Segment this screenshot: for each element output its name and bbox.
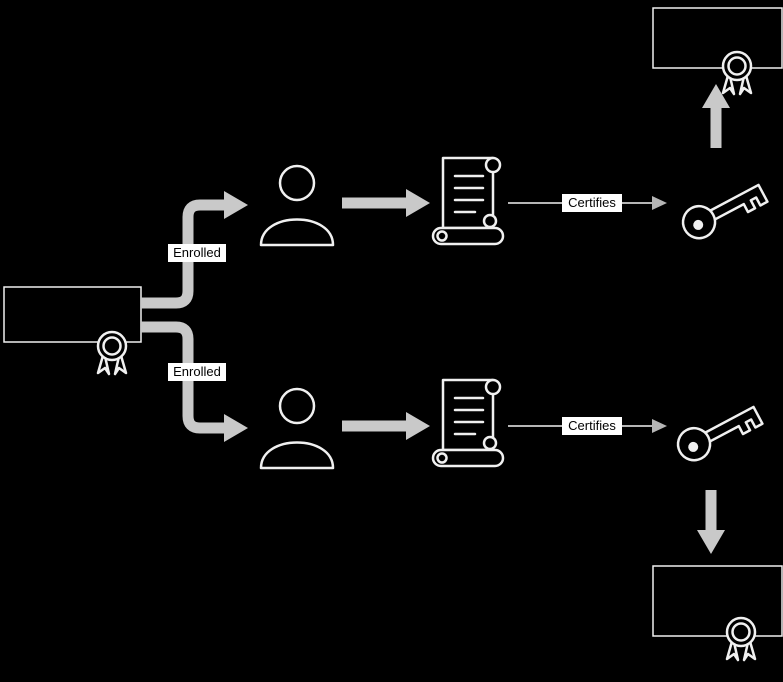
user-to-certificate-arrow-bottom-head	[406, 412, 430, 440]
certifies-arrow-bottom-head	[652, 419, 667, 433]
key-to-box-arrow-top-head	[702, 84, 730, 108]
enrolled-arrow-bottom-head	[224, 414, 248, 442]
certificate-scroll-icon	[431, 156, 505, 246]
certifies-label-top-bg	[562, 194, 622, 212]
user-to-certificate-arrow-top-head	[406, 189, 430, 217]
enrolled-label-bottom-bg	[168, 363, 226, 381]
certifies-label-bottom-bg	[562, 417, 622, 435]
certified-box-bottom	[652, 565, 783, 637]
key-to-box-arrow-bottom-head	[697, 530, 725, 554]
enrolled-label-top-bg	[168, 244, 226, 262]
enrolled-label-top: Enrolled	[173, 245, 221, 260]
enrolled-label-bottom: Enrolled	[173, 364, 221, 379]
certifies-label-top: Certifies	[568, 195, 616, 210]
certifies-arrow-top-head	[652, 196, 667, 210]
enrolled-arrow-top-head	[224, 191, 248, 219]
certificate-scroll-icon	[431, 378, 505, 468]
certifies-label-bottom: Certifies	[568, 418, 616, 433]
certified-box-top	[652, 7, 783, 69]
